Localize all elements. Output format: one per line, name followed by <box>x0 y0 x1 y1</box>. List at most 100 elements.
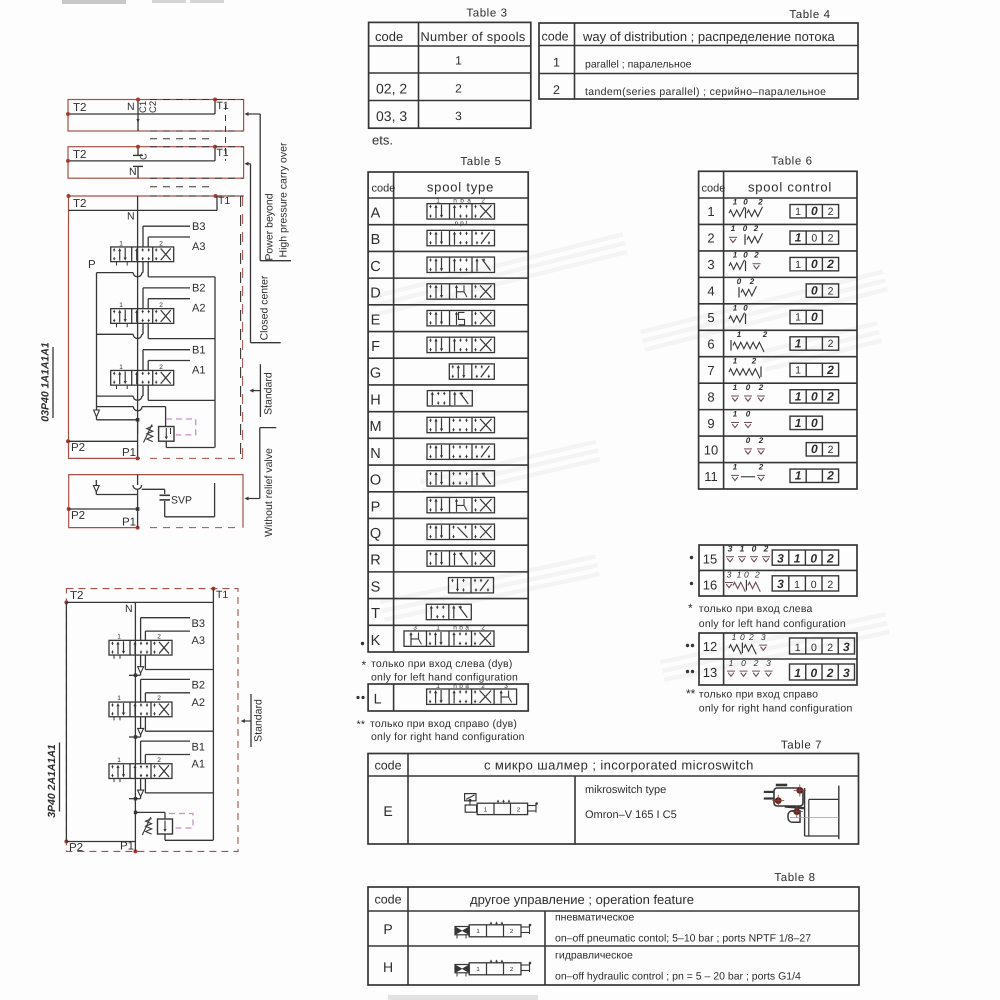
svg-text:tandem(series parallel) ; сери: tandem(series parallel) ; серийно–парале… <box>585 86 826 98</box>
svg-text:A2: A2 <box>192 303 205 315</box>
svg-text:1: 1 <box>733 304 738 313</box>
svg-text:Table 8: Table 8 <box>774 872 815 884</box>
svg-text:SVP: SVP <box>171 495 192 507</box>
svg-text:пневматическое: пневматическое <box>555 912 634 924</box>
svg-text:1: 1 <box>436 197 440 204</box>
svg-text:2: 2 <box>758 383 764 392</box>
svg-text:P: P <box>371 499 381 515</box>
svg-text:1: 1 <box>795 231 802 245</box>
svg-text:только при вход справо (dy: только при вход справо (dyв) <box>370 718 517 730</box>
svg-text:T2: T2 <box>73 198 86 210</box>
svg-text:1: 1 <box>707 204 714 219</box>
svg-text:**: ** <box>357 719 366 731</box>
svg-text:2: 2 <box>826 551 834 565</box>
svg-text:1: 1 <box>733 462 738 471</box>
svg-text:B3: B3 <box>192 221 205 233</box>
svg-text:9: 9 <box>707 416 714 431</box>
svg-text:5: 5 <box>707 310 714 325</box>
svg-text:2: 2 <box>826 363 834 377</box>
svg-text:code: code <box>375 29 403 44</box>
svg-text:a: a <box>465 683 469 690</box>
svg-text:2: 2 <box>758 436 764 445</box>
svg-text:C2: C2 <box>148 101 159 113</box>
svg-text:P2: P2 <box>71 442 85 454</box>
svg-text:1: 1 <box>795 206 801 218</box>
svg-text:0: 0 <box>811 257 818 271</box>
svg-text:1: 1 <box>737 330 742 339</box>
svg-text:0: 0 <box>743 304 748 313</box>
svg-text:2: 2 <box>455 82 462 96</box>
svg-text:P2: P2 <box>71 510 85 522</box>
svg-text:0: 0 <box>740 632 745 642</box>
svg-text:1: 1 <box>795 312 801 324</box>
svg-text:H: H <box>383 959 393 975</box>
svg-text:0: 0 <box>746 383 751 392</box>
svg-text:0: 0 <box>811 283 818 297</box>
svg-text:16: 16 <box>703 578 717 593</box>
svg-text:0: 0 <box>811 579 817 591</box>
svg-text:1: 1 <box>732 632 737 642</box>
svg-text:2: 2 <box>159 302 163 309</box>
svg-text:spool type: spool type <box>427 180 494 195</box>
svg-text:2: 2 <box>157 695 161 702</box>
svg-text:only for left hand configu: only for left hand configuration <box>699 618 846 630</box>
svg-text:b: b <box>460 197 464 204</box>
svg-text:a: a <box>467 197 471 204</box>
svg-text:way of distribution ; распреде: way of distribution ; распределение пото… <box>582 29 836 44</box>
svg-text:A1: A1 <box>192 759 205 771</box>
svg-text:3: 3 <box>413 625 417 632</box>
svg-text:B1: B1 <box>192 741 205 753</box>
svg-text:1: 1 <box>484 807 488 814</box>
svg-text:B1: B1 <box>192 345 205 357</box>
svg-text:N: N <box>370 446 380 462</box>
svg-text:1: 1 <box>117 695 121 702</box>
svg-text:n: n <box>453 683 457 690</box>
svg-text:spool control: spool control <box>748 180 832 195</box>
svg-text:0: 0 <box>811 666 818 680</box>
svg-text:T2: T2 <box>73 102 86 114</box>
svg-text:03P40 1A1A1A1: 03P40 1A1A1A1 <box>40 342 52 422</box>
svg-text:0: 0 <box>737 277 742 286</box>
svg-text:A3: A3 <box>192 241 205 253</box>
svg-text:3: 3 <box>843 640 850 654</box>
svg-text:Standard: Standard <box>263 372 275 415</box>
svg-text:F: F <box>371 339 380 355</box>
svg-text:A3: A3 <box>192 635 205 647</box>
svg-text:2: 2 <box>751 356 757 365</box>
svg-text:3: 3 <box>766 658 771 668</box>
svg-text:2: 2 <box>517 807 521 814</box>
svg-text:E: E <box>371 312 381 328</box>
svg-text:2: 2 <box>159 364 163 371</box>
svg-text:1: 1 <box>795 416 802 430</box>
svg-text:P: P <box>383 921 392 937</box>
svg-text:1: 1 <box>795 642 801 654</box>
svg-text:Table 7: Table 7 <box>781 740 822 752</box>
svg-text:2: 2 <box>828 206 834 218</box>
svg-text:2: 2 <box>510 928 514 935</box>
svg-text:P: P <box>88 259 96 271</box>
svg-text:1: 1 <box>553 56 560 70</box>
svg-text:*: * <box>688 601 693 615</box>
svg-text:1: 1 <box>795 336 802 350</box>
svg-text:2: 2 <box>481 625 485 632</box>
svg-text:parallel ; паралельное: parallel ; паралельное <box>585 59 692 71</box>
svg-text:T1: T1 <box>216 589 228 601</box>
svg-text:0: 0 <box>746 436 751 445</box>
svg-text:2: 2 <box>757 198 763 207</box>
svg-text:E: E <box>383 803 392 819</box>
svg-text:1: 1 <box>729 658 734 668</box>
svg-text:1: 1 <box>733 251 738 260</box>
svg-text:1: 1 <box>119 364 123 371</box>
svg-text:1: 1 <box>731 224 736 233</box>
svg-text:1: 1 <box>740 544 745 554</box>
svg-text:1: 1 <box>733 409 738 418</box>
svg-text:3: 3 <box>455 109 462 123</box>
svg-text:0: 0 <box>744 569 749 579</box>
svg-text:A2: A2 <box>192 697 205 709</box>
svg-text:1: 1 <box>794 551 801 565</box>
svg-text:only for right hand config: only for right hand configuration <box>699 703 853 715</box>
svg-text:3: 3 <box>777 551 784 565</box>
svg-text:mikroswitch type: mikroswitch type <box>585 784 666 796</box>
svg-text:2: 2 <box>763 544 769 554</box>
svg-text:2: 2 <box>762 330 768 339</box>
